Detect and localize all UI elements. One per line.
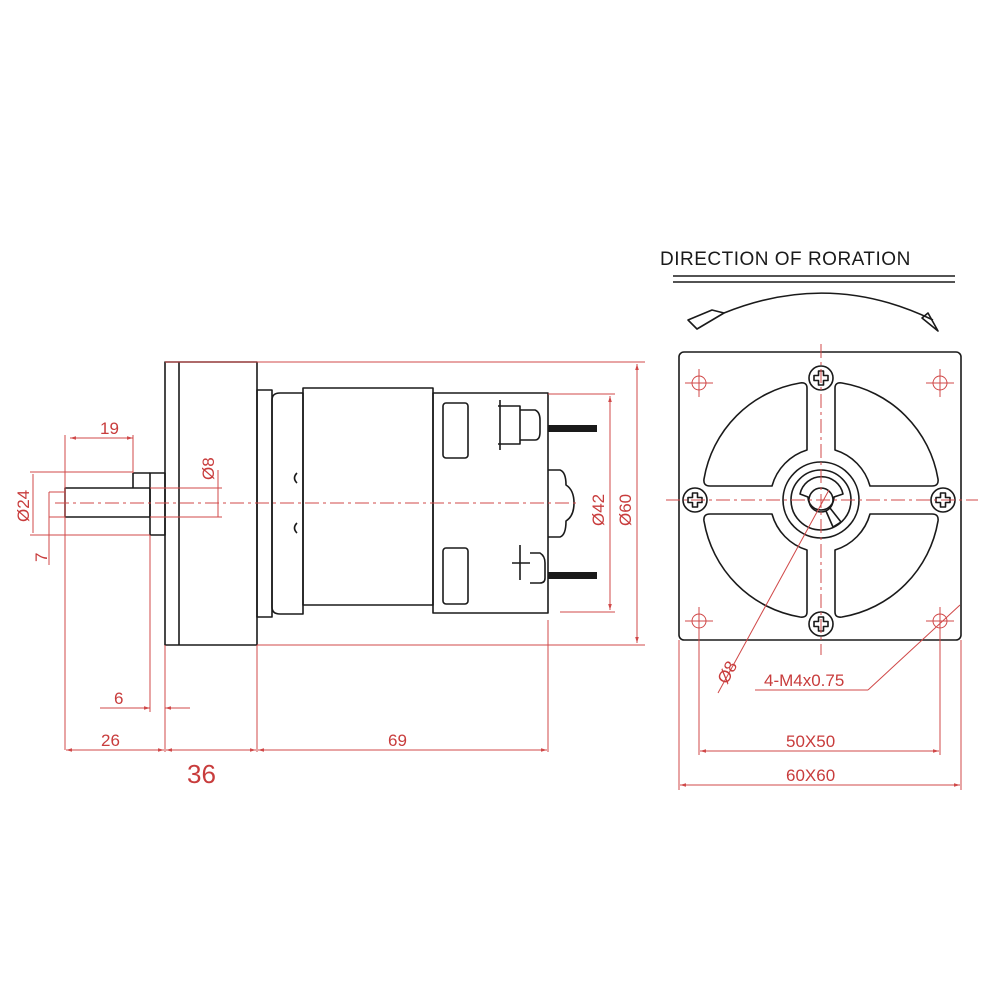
dim-gearbox-length: 36 — [187, 759, 216, 789]
dim-shaft-diameter: Ø8 — [199, 457, 218, 480]
screws — [682, 365, 956, 637]
dim-key-depth: 7 — [32, 553, 51, 562]
terminal-top — [498, 400, 597, 450]
dim-mounting-thread: 4-M4x0.75 — [764, 671, 844, 690]
dim-shaft-length: 26 — [101, 731, 120, 750]
dim-motor-length: 69 — [388, 731, 407, 750]
mounting-holes — [685, 369, 954, 635]
dim-gearbox-diameter: Ø60 — [616, 494, 635, 526]
dimension-lines — [30, 361, 645, 752]
output-shaft — [64, 472, 151, 518]
dim-boss-length: 6 — [114, 689, 123, 708]
rotation-arrow-icon — [687, 292, 939, 332]
mounting-hole-icon — [926, 369, 954, 397]
mounting-plate — [678, 351, 962, 641]
cutout — [834, 513, 939, 618]
cutout — [834, 382, 939, 487]
shaft-boss — [149, 472, 166, 536]
dim-shaft-key-length: 19 — [100, 419, 119, 438]
dim-boss-diameter: Ø24 — [14, 490, 33, 522]
side-view: 19 Ø8 Ø24 7 6 26 36 69 Ø42 Ø60 — [14, 361, 645, 789]
cutout — [703, 382, 808, 487]
front-view: DIRECTION OF RORATION — [660, 249, 978, 790]
mounting-hole-icon — [685, 369, 713, 397]
dim-plate-size: 60X60 — [786, 766, 835, 785]
cutout — [703, 513, 808, 618]
dim-motor-diameter: Ø42 — [589, 494, 608, 526]
phillips-screw-icon — [682, 487, 708, 513]
dim-hole-spacing: 50X50 — [786, 732, 835, 751]
rotation-title: DIRECTION OF RORATION — [660, 249, 911, 270]
plate-cutouts — [703, 382, 939, 618]
front-dimension-lines — [678, 489, 962, 790]
terminal-bottom — [512, 545, 597, 584]
dim-front-shaft-diameter: Ø8 — [714, 658, 741, 687]
